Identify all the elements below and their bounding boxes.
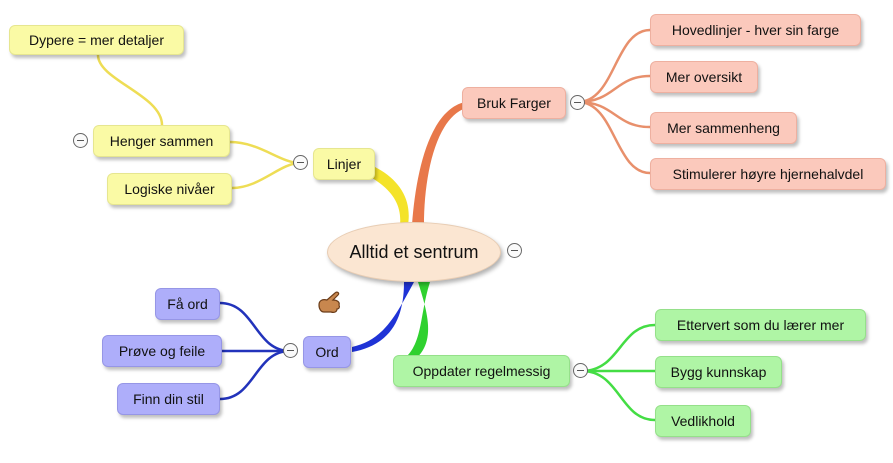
topic-oppdater[interactable]: Oppdater regelmessig bbox=[393, 355, 570, 387]
topic-vedlikhold[interactable]: Vedlikhold bbox=[655, 405, 751, 437]
topic-mer-sammenheng-label: Mer sammenheng bbox=[667, 120, 780, 136]
topic-ord[interactable]: Ord bbox=[303, 336, 351, 368]
topic-mer-sammenheng[interactable]: Mer sammenheng bbox=[650, 112, 797, 144]
branch-root-ord bbox=[352, 282, 414, 352]
topic-fa-ord[interactable]: Få ord bbox=[155, 288, 220, 320]
topic-vedlikhold-label: Vedlikhold bbox=[671, 413, 735, 429]
topic-dypere[interactable]: Dypere = mer detaljer bbox=[9, 25, 184, 55]
topic-henger-sammen[interactable]: Henger sammen bbox=[93, 125, 230, 157]
collapse-toggle-icon[interactable] bbox=[573, 363, 588, 378]
collapse-toggle-icon[interactable] bbox=[73, 133, 88, 148]
topic-mer-oversikt[interactable]: Mer oversikt bbox=[650, 61, 758, 93]
topic-linjer-label: Linjer bbox=[326, 156, 362, 172]
branch-root-farger bbox=[412, 102, 466, 225]
central-topic-label: Alltid et sentrum bbox=[349, 241, 479, 262]
topic-stimulerer-label: Stimulerer høyre hjernehalvdel bbox=[672, 166, 864, 182]
topic-bygg-kunnskap[interactable]: Bygg kunnskap bbox=[655, 356, 782, 388]
topic-ettervert[interactable]: Ettervert som du lærer mer bbox=[655, 309, 866, 341]
topic-dypere-label: Dypere = mer detaljer bbox=[28, 32, 164, 48]
collapse-toggle-icon[interactable] bbox=[570, 95, 585, 110]
topic-bruk-farger[interactable]: Bruk Farger bbox=[462, 87, 566, 119]
topic-finn-din-stil[interactable]: Finn din stil bbox=[117, 383, 220, 415]
topic-bruk-farger-label: Bruk Farger bbox=[477, 95, 551, 111]
branch-root-linjer bbox=[372, 167, 409, 225]
topic-logiske-nivaer-label: Logiske nivåer bbox=[124, 181, 215, 197]
central-topic[interactable]: Alltid et sentrum bbox=[327, 222, 501, 282]
topic-fa-ord-label: Få ord bbox=[167, 296, 208, 312]
topic-prove-og-feile[interactable]: Prøve og feile bbox=[102, 335, 222, 367]
topic-finn-din-stil-label: Finn din stil bbox=[133, 391, 204, 407]
branch-root-oppdater bbox=[395, 282, 430, 370]
topic-mer-oversikt-label: Mer oversikt bbox=[665, 69, 743, 85]
collapse-toggle-icon[interactable] bbox=[283, 343, 298, 358]
collapse-toggle-icon[interactable] bbox=[507, 243, 522, 258]
topic-linjer[interactable]: Linjer bbox=[313, 148, 375, 180]
topic-oppdater-label: Oppdater regelmessig bbox=[412, 363, 551, 379]
topic-ord-label: Ord bbox=[315, 344, 339, 360]
hand-pointer-icon-graphic bbox=[318, 291, 340, 313]
topic-henger-sammen-label: Henger sammen bbox=[109, 133, 214, 149]
topic-logiske-nivaer[interactable]: Logiske nivåer bbox=[107, 173, 232, 205]
topic-stimulerer[interactable]: Stimulerer høyre hjernehalvdel bbox=[650, 158, 886, 190]
topic-prove-og-feile-label: Prøve og feile bbox=[118, 343, 206, 359]
topic-bygg-kunnskap-label: Bygg kunnskap bbox=[670, 364, 767, 380]
collapse-toggle-icon[interactable] bbox=[293, 155, 308, 170]
hand-pointer-icon bbox=[313, 288, 347, 322]
topic-hovedlinjer-label: Hovedlinjer - hver sin farge bbox=[671, 22, 840, 38]
topic-ettervert-label: Ettervert som du lærer mer bbox=[676, 317, 845, 333]
topic-hovedlinjer[interactable]: Hovedlinjer - hver sin farge bbox=[650, 14, 861, 46]
